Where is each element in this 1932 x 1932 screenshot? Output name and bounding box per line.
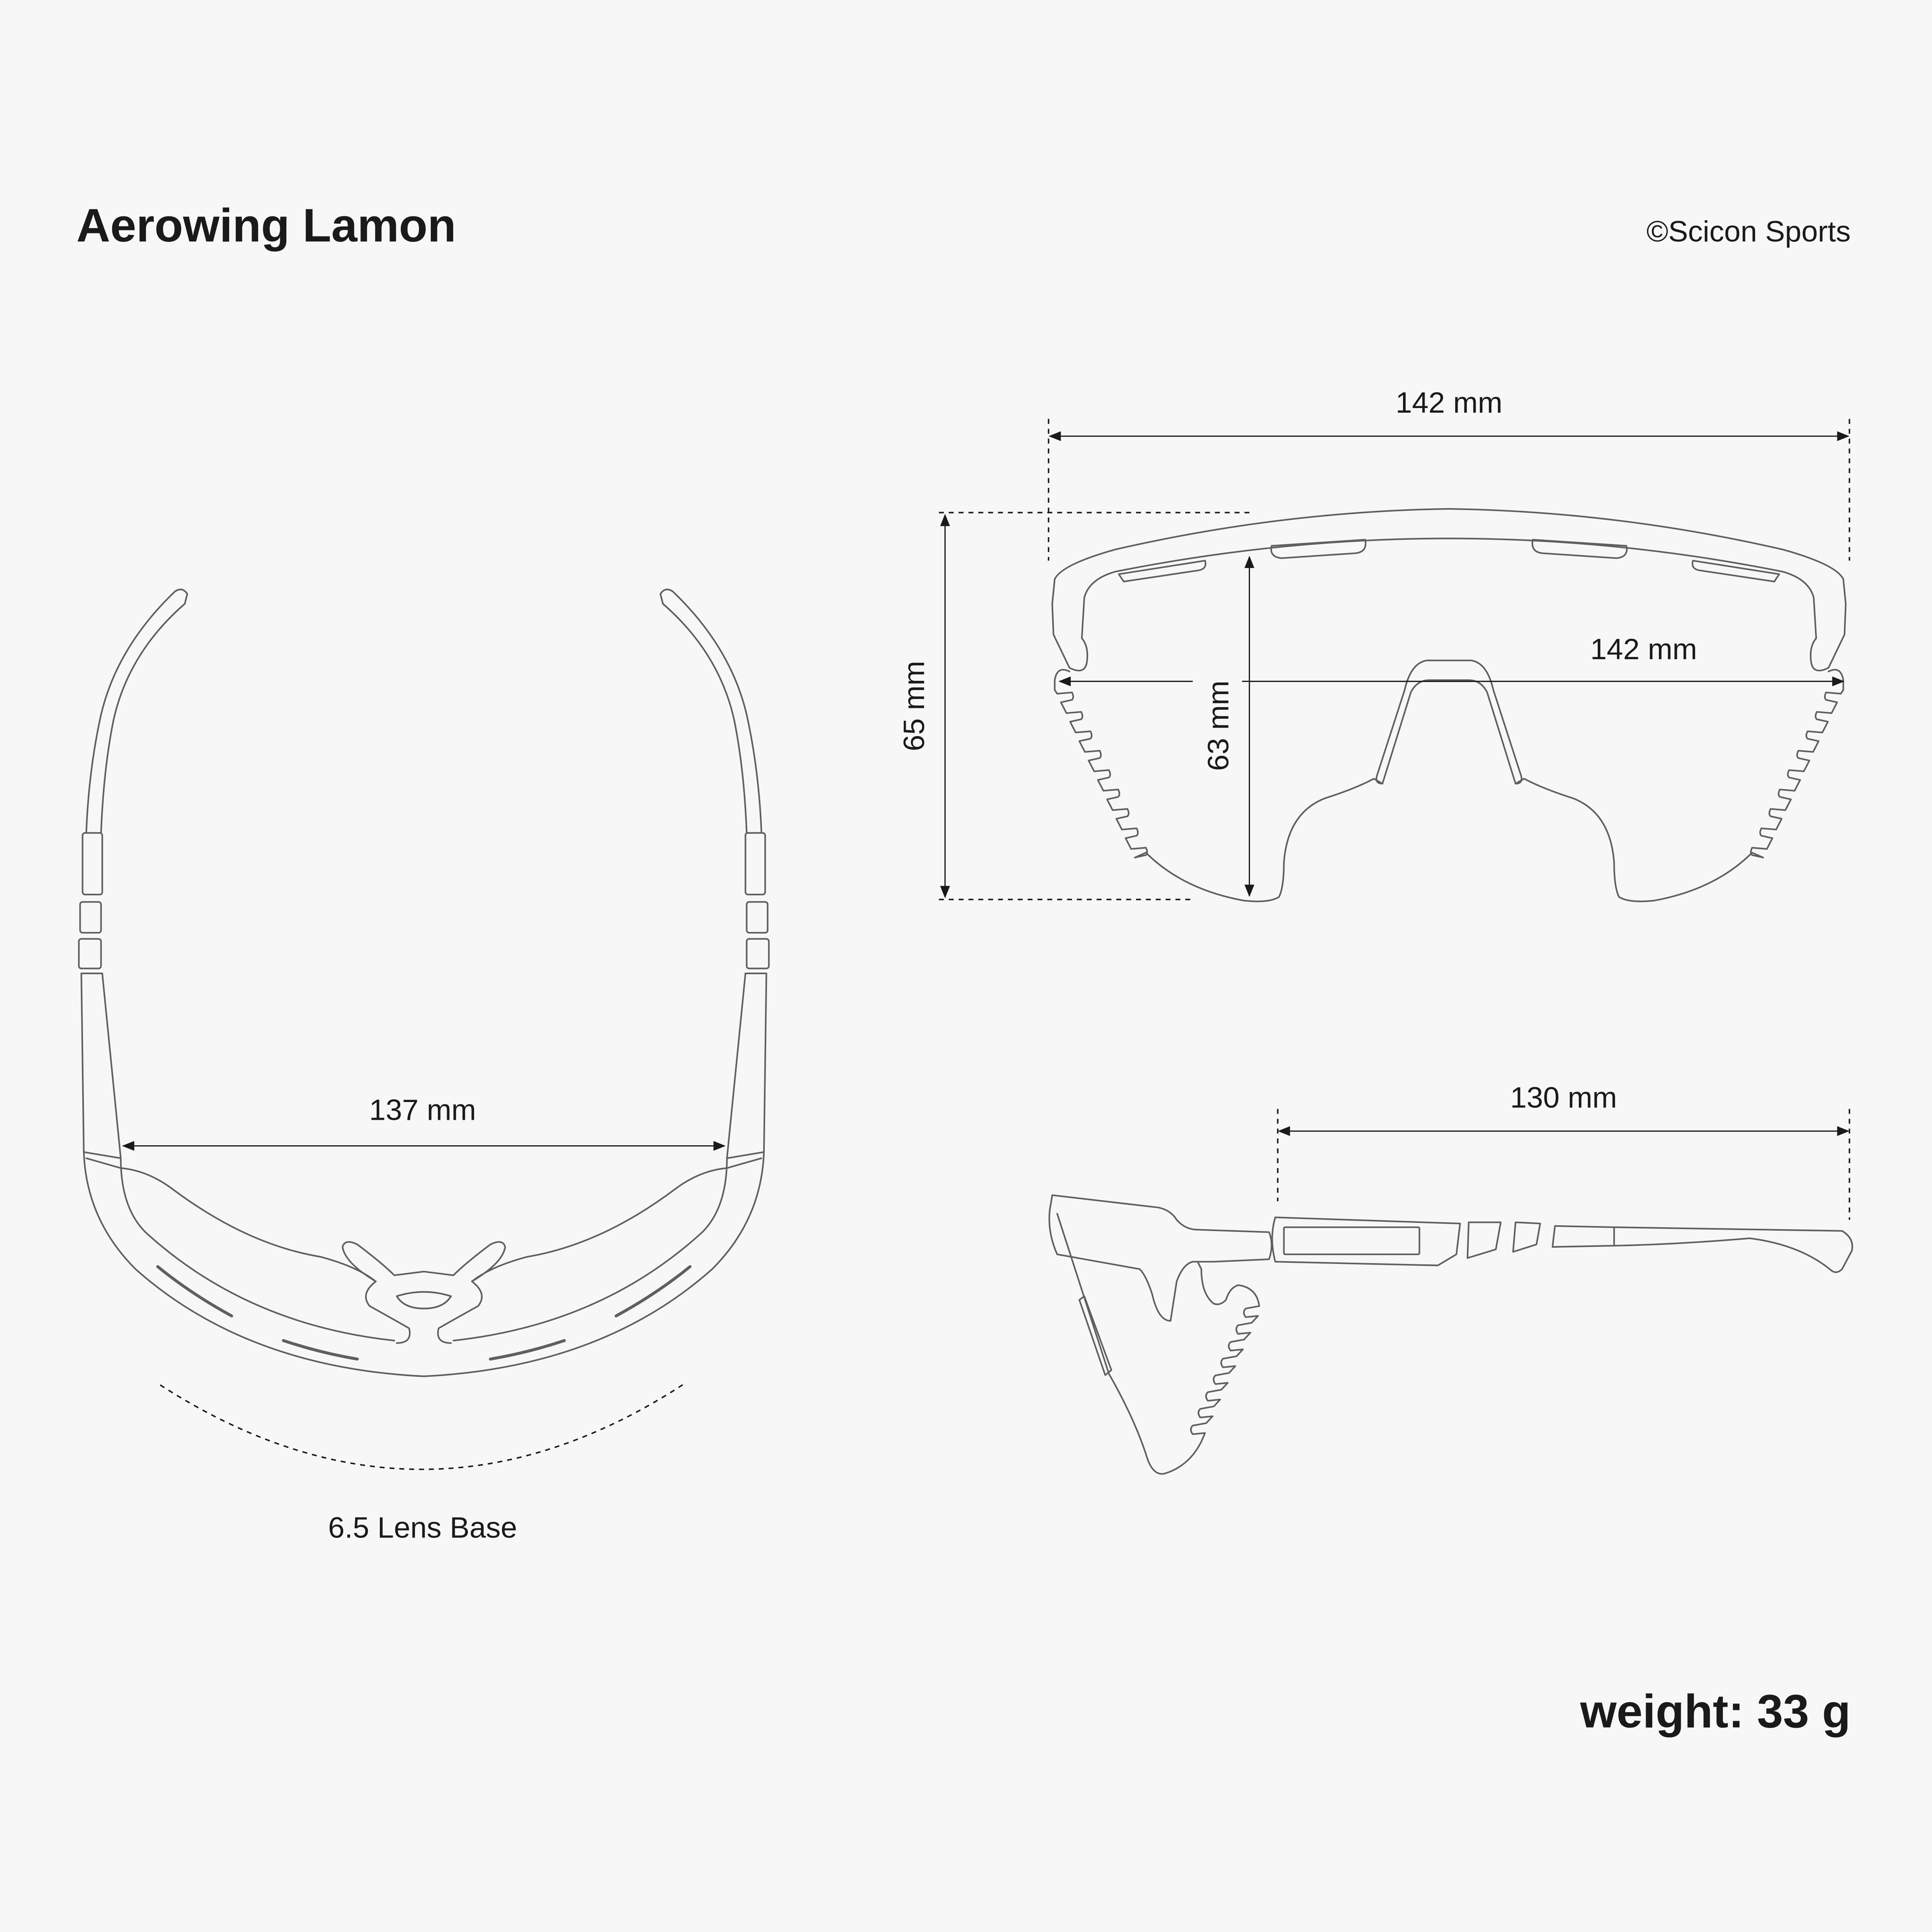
top-view-left-half [78,588,452,1377]
side-temple-window [1283,1226,1420,1255]
top-view-right-half [397,590,769,1376]
side-frame-front [1048,1194,1272,1322]
dimension-label-overall-height: 65 mm [898,661,931,751]
dimension-label-temple-length: 130 mm [1510,1082,1617,1114]
dimension-label-137: 137 mm [369,1094,476,1127]
front-view-left-half [1051,508,1450,902]
side-view-drawing [1048,1194,1853,1475]
side-temple-hinge [1271,1216,1461,1266]
front-view-drawing [1051,508,1846,902]
lens-base-label: 6.5 Lens Base [328,1512,517,1544]
copyright-text: ©Scicon Sports [1646,215,1850,248]
side-lens [1056,1213,1260,1475]
side-temple-tip [1613,1226,1853,1273]
front-view-right-half [1449,509,1846,901]
weight-text: weight: 33 g [1580,1685,1850,1738]
product-title: Aerowing Lamon [77,199,456,252]
lens-base-arc [160,1382,687,1470]
top-view-drawing [78,588,769,1377]
dimension-label-lens-width: 142 mm [1590,633,1697,666]
dimension-label-overall-width: 142 mm [1396,386,1502,419]
dimension-label-lens-height: 63 mm [1202,680,1235,771]
